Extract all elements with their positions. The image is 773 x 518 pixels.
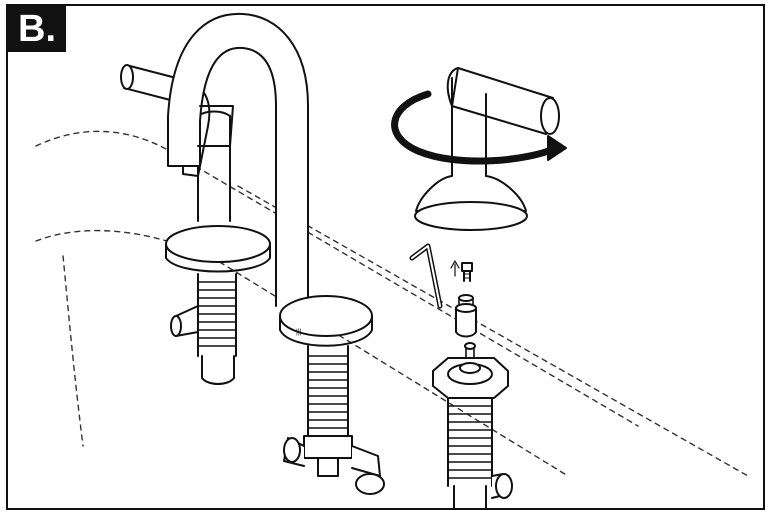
hex-key-icon xyxy=(409,243,443,309)
set-screw-icon xyxy=(450,260,473,282)
sink-outline xyxy=(35,130,749,477)
step-label: B. xyxy=(8,6,66,52)
svg-text:|||: ||| xyxy=(296,329,302,336)
instruction-panel: B. xyxy=(6,4,765,510)
rotate-arrow-icon xyxy=(391,90,567,165)
faucet-installation-illustration: ||| xyxy=(35,12,749,508)
spout: ||| xyxy=(167,12,385,495)
right-valve-body xyxy=(432,342,513,508)
handle-adapter xyxy=(455,294,477,338)
right-handle xyxy=(414,67,560,231)
